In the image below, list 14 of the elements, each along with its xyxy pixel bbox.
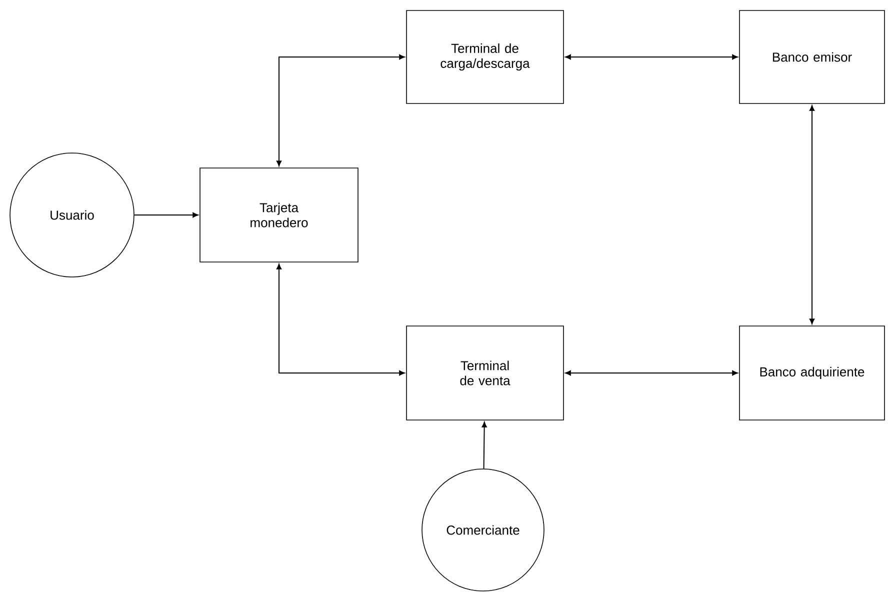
arrow [809, 105, 815, 324]
process-box: Terminal de venta [406, 326, 564, 420]
arrow [482, 422, 487, 470]
process-box: Banco adquiriente [739, 326, 885, 420]
process-box: Banco emisor [739, 10, 885, 104]
arrow [134, 212, 198, 218]
arrow [276, 264, 405, 376]
process-box: Terminal de carga/descarga [406, 10, 564, 104]
circle-node: Usuario [10, 152, 134, 278]
arrow [565, 54, 738, 60]
process-box: Tarjeta monedero [200, 168, 358, 262]
arrow [565, 370, 738, 376]
circle-node: Comerciante [422, 468, 544, 592]
arrow [276, 54, 405, 166]
